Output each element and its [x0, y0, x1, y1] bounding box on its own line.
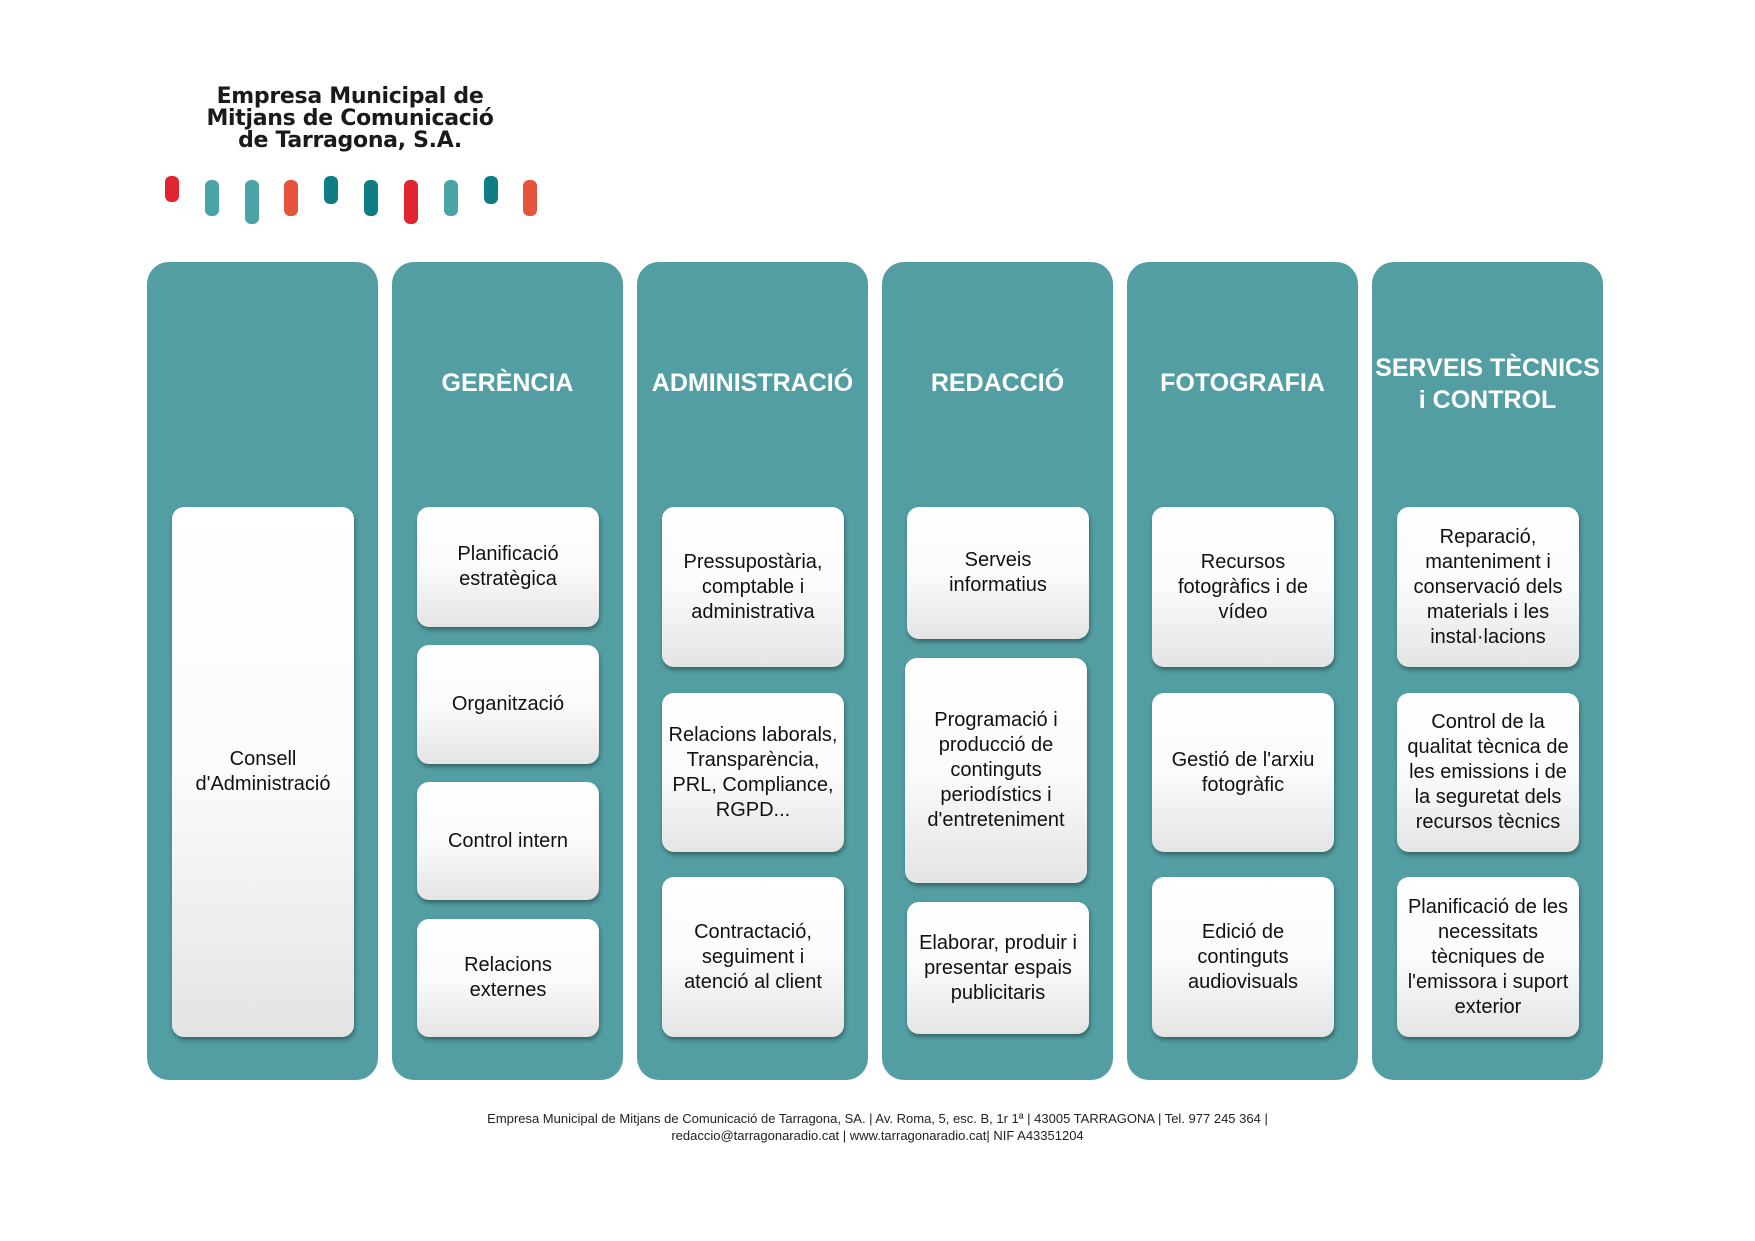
- column-fotografia: FOTOGRAFIA Recursos fotogràfics i de víd…: [1127, 262, 1358, 1080]
- column-title: GERÈNCIA: [441, 369, 574, 397]
- org-box-label: Consell d'Administració: [195, 748, 331, 795]
- column-title: ADMINISTRACIÓ: [651, 369, 854, 397]
- company-logo: Empresa Municipal de Mitjans de Comunica…: [160, 86, 540, 224]
- org-box-label: Reparació, manteniment i conservació del…: [1413, 525, 1563, 648]
- org-box-label: Elaborar, produir i presentar espais pub…: [919, 931, 1077, 1004]
- column-title-line: i CONTROL: [1418, 386, 1557, 414]
- org-box: Contractació, seguiment i atenció al cli…: [662, 877, 844, 1037]
- column-consell: Consell d'Administració: [147, 262, 378, 1080]
- logo-bar: [165, 176, 179, 202]
- org-box-label: Control intern: [447, 829, 569, 852]
- logo-line: Empresa Municipal de: [216, 84, 484, 109]
- column-administracio: ADMINISTRACIÓ Pressupostària, comptable …: [637, 262, 868, 1080]
- org-box-label: Control de la qualitat tècnica de les em…: [1407, 711, 1569, 833]
- logo-bar: [404, 180, 418, 224]
- org-box-label: Gestió de l'arxiu fotogràfic: [1171, 748, 1315, 796]
- column-gerencia: GERÈNCIA Planificació estratègica Organi…: [392, 262, 623, 1080]
- column-title: REDACCIÓ: [930, 369, 1065, 397]
- org-box-label: Planificació estratègica: [457, 543, 559, 590]
- logo-bar: [523, 180, 537, 216]
- logo-line: de Tarragona, S.A.: [238, 128, 462, 153]
- org-box-label: Contractació, seguiment i atenció al cli…: [684, 920, 822, 993]
- column-redaccio: REDACCIÓ Serveis informatius Programació…: [882, 262, 1113, 1080]
- column-title-line: SERVEIS TÈCNICS: [1375, 354, 1600, 382]
- org-box-label: Serveis informatius: [949, 549, 1047, 596]
- org-box: Reparació, manteniment i conservació del…: [1397, 507, 1579, 667]
- org-box: Serveis informatius: [907, 507, 1089, 639]
- org-box: Control intern: [417, 782, 599, 900]
- org-box: Relacions externes: [417, 919, 599, 1037]
- org-box: Consell d'Administració: [172, 507, 354, 1037]
- footer-contact: redaccio@tarragonaradio.cat | www.tarrag…: [671, 1128, 1084, 1143]
- logo-bar: [484, 176, 498, 204]
- logo-bar: [284, 180, 298, 216]
- logo-bar: [324, 176, 338, 204]
- logo-bar: [364, 180, 378, 216]
- column-title: FOTOGRAFIA: [1160, 369, 1325, 397]
- logo-bar: [444, 180, 458, 216]
- logo-bar: [205, 180, 219, 216]
- footer-address: Empresa Municipal de Mitjans de Comunica…: [487, 1111, 1268, 1126]
- org-box: Control de la qualitat tècnica de les em…: [1397, 693, 1579, 852]
- logo-bar: [245, 180, 259, 224]
- org-box: Programació i producció de continguts pe…: [905, 658, 1087, 883]
- org-box-label: Pressupostària, comptable i administrati…: [683, 550, 823, 623]
- org-box-label: Programació i producció de continguts pe…: [927, 709, 1065, 831]
- org-box-label: Relacions laborals, Transparència, PRL, …: [668, 723, 838, 821]
- org-box: Edició de continguts audiovisuals: [1152, 877, 1334, 1037]
- org-box: Planificació de les necessitats tècnique…: [1397, 877, 1579, 1037]
- org-box-label: Planificació de les necessitats tècnique…: [1407, 895, 1569, 1018]
- org-box: Elaborar, produir i presentar espais pub…: [907, 902, 1089, 1034]
- org-box: Planificació estratègica: [417, 507, 599, 627]
- footer: Empresa Municipal de Mitjans de Comunica…: [0, 1110, 1755, 1144]
- org-box-label: Recursos fotogràfics i de vídeo: [1177, 550, 1309, 623]
- org-box-label: Organització: [451, 693, 565, 715]
- org-box: Pressupostària, comptable i administrati…: [662, 507, 844, 667]
- logo-bars: [160, 176, 540, 226]
- org-box: Recursos fotogràfics i de vídeo: [1152, 507, 1334, 667]
- org-box: Relacions laborals, Transparència, PRL, …: [662, 693, 844, 852]
- org-box: Gestió de l'arxiu fotogràfic: [1152, 693, 1334, 852]
- org-box-label: Relacions externes: [464, 954, 552, 1001]
- column-serveis-tecnics: SERVEIS TÈCNICS i CONTROL Reparació, man…: [1372, 262, 1603, 1080]
- column-title: SERVEIS TÈCNICS i CONTROL: [1372, 352, 1603, 416]
- logo-text: Empresa Municipal de Mitjans de Comunica…: [160, 86, 540, 152]
- logo-line: Mitjans de Comunicació: [206, 106, 494, 131]
- org-box: Organització: [417, 645, 599, 764]
- org-box-label: Edició de continguts audiovisuals: [1187, 920, 1299, 993]
